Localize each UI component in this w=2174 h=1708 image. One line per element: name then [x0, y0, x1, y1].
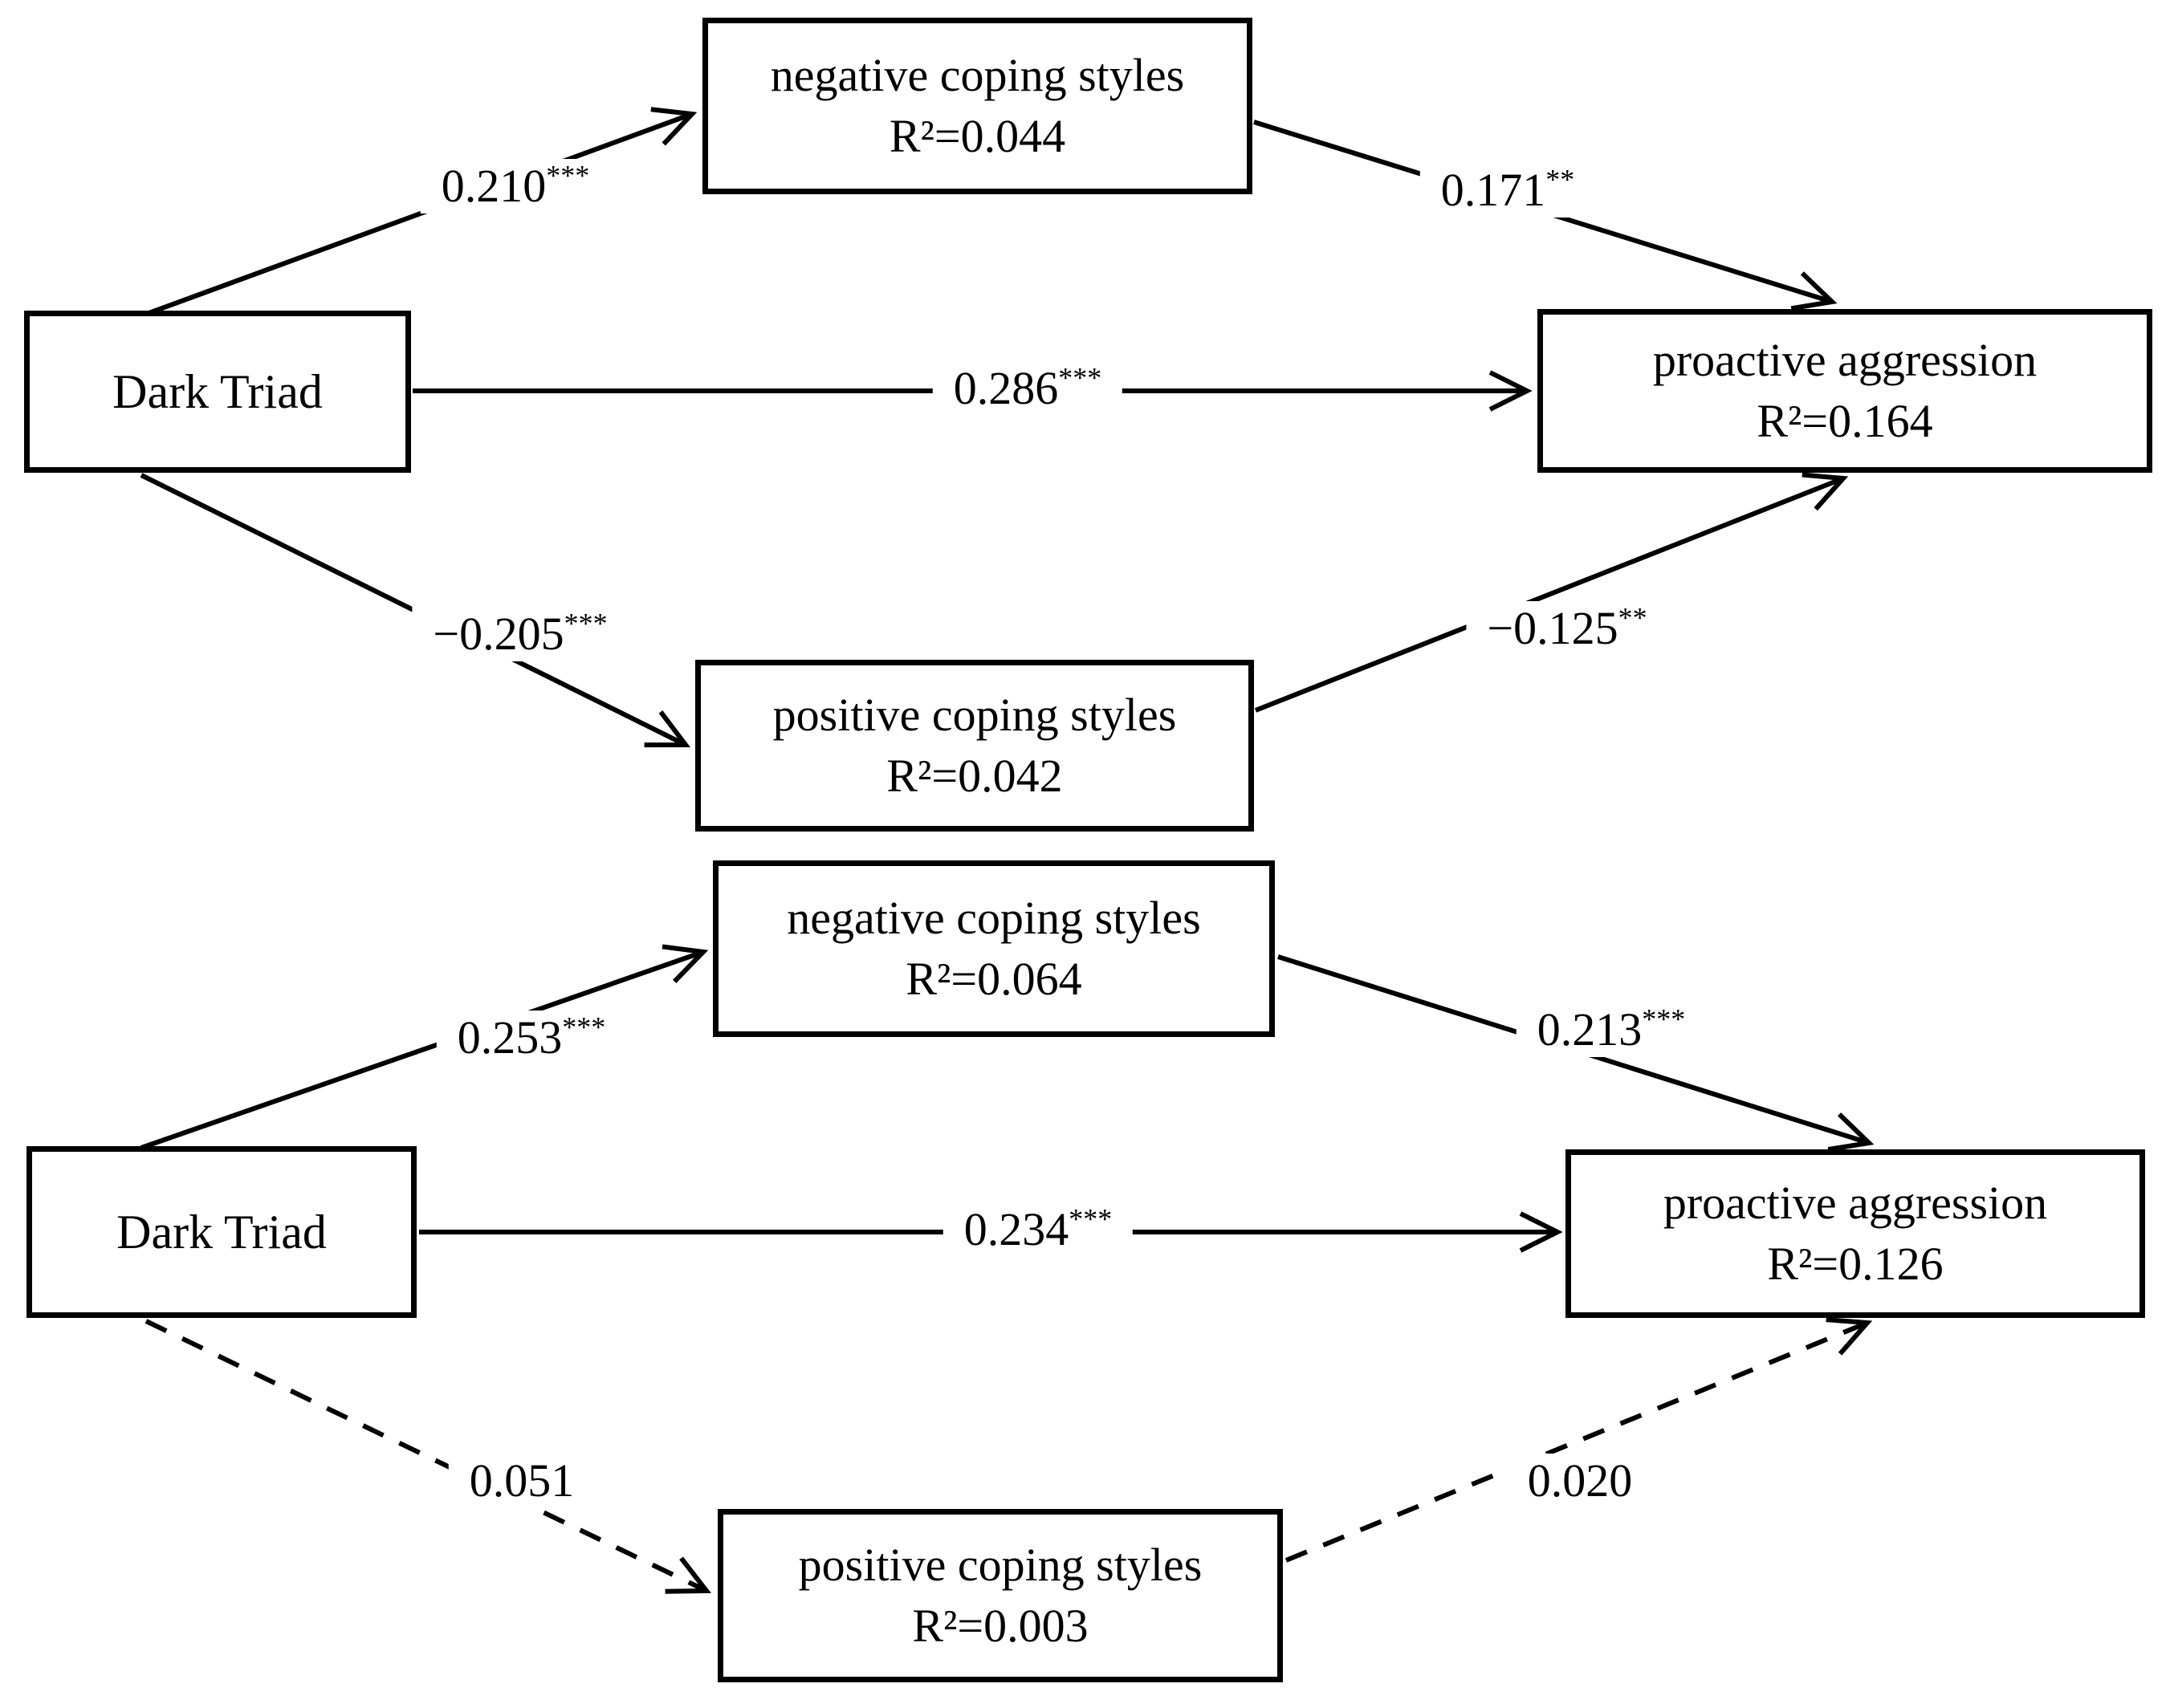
- coef-value: −0.205: [433, 608, 564, 660]
- node-r2: R²=0.042: [886, 750, 1063, 802]
- coef-dt1-to-pa1: 0.286***: [932, 361, 1123, 416]
- node-label: positive coping styles: [798, 1539, 1203, 1591]
- coef-value: 0.051: [469, 1454, 575, 1507]
- coef-value: 0.171: [1440, 164, 1546, 216]
- coef-value: 0.253: [457, 1011, 563, 1063]
- coef-stars: ***: [1069, 1202, 1113, 1235]
- node-label: positive coping styles: [772, 689, 1177, 741]
- node-label: negative coping styles: [787, 892, 1201, 944]
- path-dt2-to-pc2-dashed-arrow: [145, 1319, 712, 1594]
- node-positive-coping-styles-model1: positive coping styles R²=0.042: [695, 660, 1254, 832]
- coef-pc2-to-pa2: 0.020: [1506, 1454, 1654, 1508]
- coef-dt2-to-pc2: 0.051: [448, 1454, 596, 1508]
- coef-nc2-to-pa2: 0.213***: [1516, 1002, 1707, 1057]
- coef-value: −0.125: [1487, 602, 1618, 654]
- node-r2: R²=0.003: [912, 1600, 1089, 1652]
- coef-stars: ***: [546, 159, 590, 192]
- path-pc1-to-pa1-arrow: [1254, 472, 1849, 713]
- coef-stars: ***: [1642, 1002, 1686, 1035]
- coef-value: 0.286: [953, 362, 1059, 414]
- coef-dt1-to-pc1: −0.205***: [412, 607, 629, 661]
- coef-value: 0.234: [963, 1203, 1069, 1255]
- node-label: proactive aggression: [1652, 334, 2038, 386]
- path-dt2-to-nc2-arrow: [140, 944, 709, 1150]
- node-negative-coping-styles-model1: negative coping styles R²=0.044: [702, 18, 1252, 194]
- path-pc2-to-pa2-dashed-arrow: [1284, 1317, 1873, 1563]
- coef-stars: ***: [564, 607, 608, 640]
- coef-dt1-to-nc1: 0.210***: [420, 159, 611, 214]
- node-r2: R²=0.064: [906, 953, 1082, 1005]
- node-label: negative coping styles: [770, 49, 1185, 101]
- coef-stars: **: [1618, 601, 1647, 634]
- coef-stars: ***: [562, 1011, 606, 1043]
- node-r2: R²=0.044: [889, 110, 1066, 162]
- node-dark-triad-model2: Dark Triad: [26, 1146, 417, 1318]
- coef-stars: **: [1545, 163, 1575, 196]
- node-negative-coping-styles-model2: negative coping styles R²=0.064: [713, 860, 1275, 1037]
- coef-stars: ***: [1058, 361, 1102, 394]
- coef-dt2-to-pa2: 0.234***: [942, 1202, 1134, 1257]
- coef-pc1-to-pa1: −0.125**: [1466, 601, 1668, 656]
- node-r2: R²=0.126: [1767, 1238, 1944, 1290]
- node-label: Dark Triad: [116, 1206, 327, 1259]
- node-proactive-aggression-model1: proactive aggression R²=0.164: [1537, 309, 2152, 473]
- node-dark-triad-model1: Dark Triad: [24, 311, 411, 473]
- coef-nc1-to-pa1: 0.171**: [1419, 163, 1596, 218]
- node-positive-coping-styles-model2: positive coping styles R²=0.003: [718, 1509, 1283, 1682]
- coef-dt2-to-nc2: 0.253***: [436, 1011, 627, 1065]
- coef-value: 0.213: [1537, 1003, 1643, 1055]
- coef-value: 0.020: [1527, 1454, 1633, 1507]
- path-dt1-to-nc1-arrow: [143, 107, 698, 317]
- coef-value: 0.210: [441, 160, 547, 212]
- node-label: proactive aggression: [1663, 1177, 2048, 1229]
- node-r2: R²=0.164: [1757, 395, 1933, 447]
- node-proactive-aggression-model2: proactive aggression R²=0.126: [1565, 1149, 2145, 1318]
- node-label: Dark Triad: [112, 365, 323, 418]
